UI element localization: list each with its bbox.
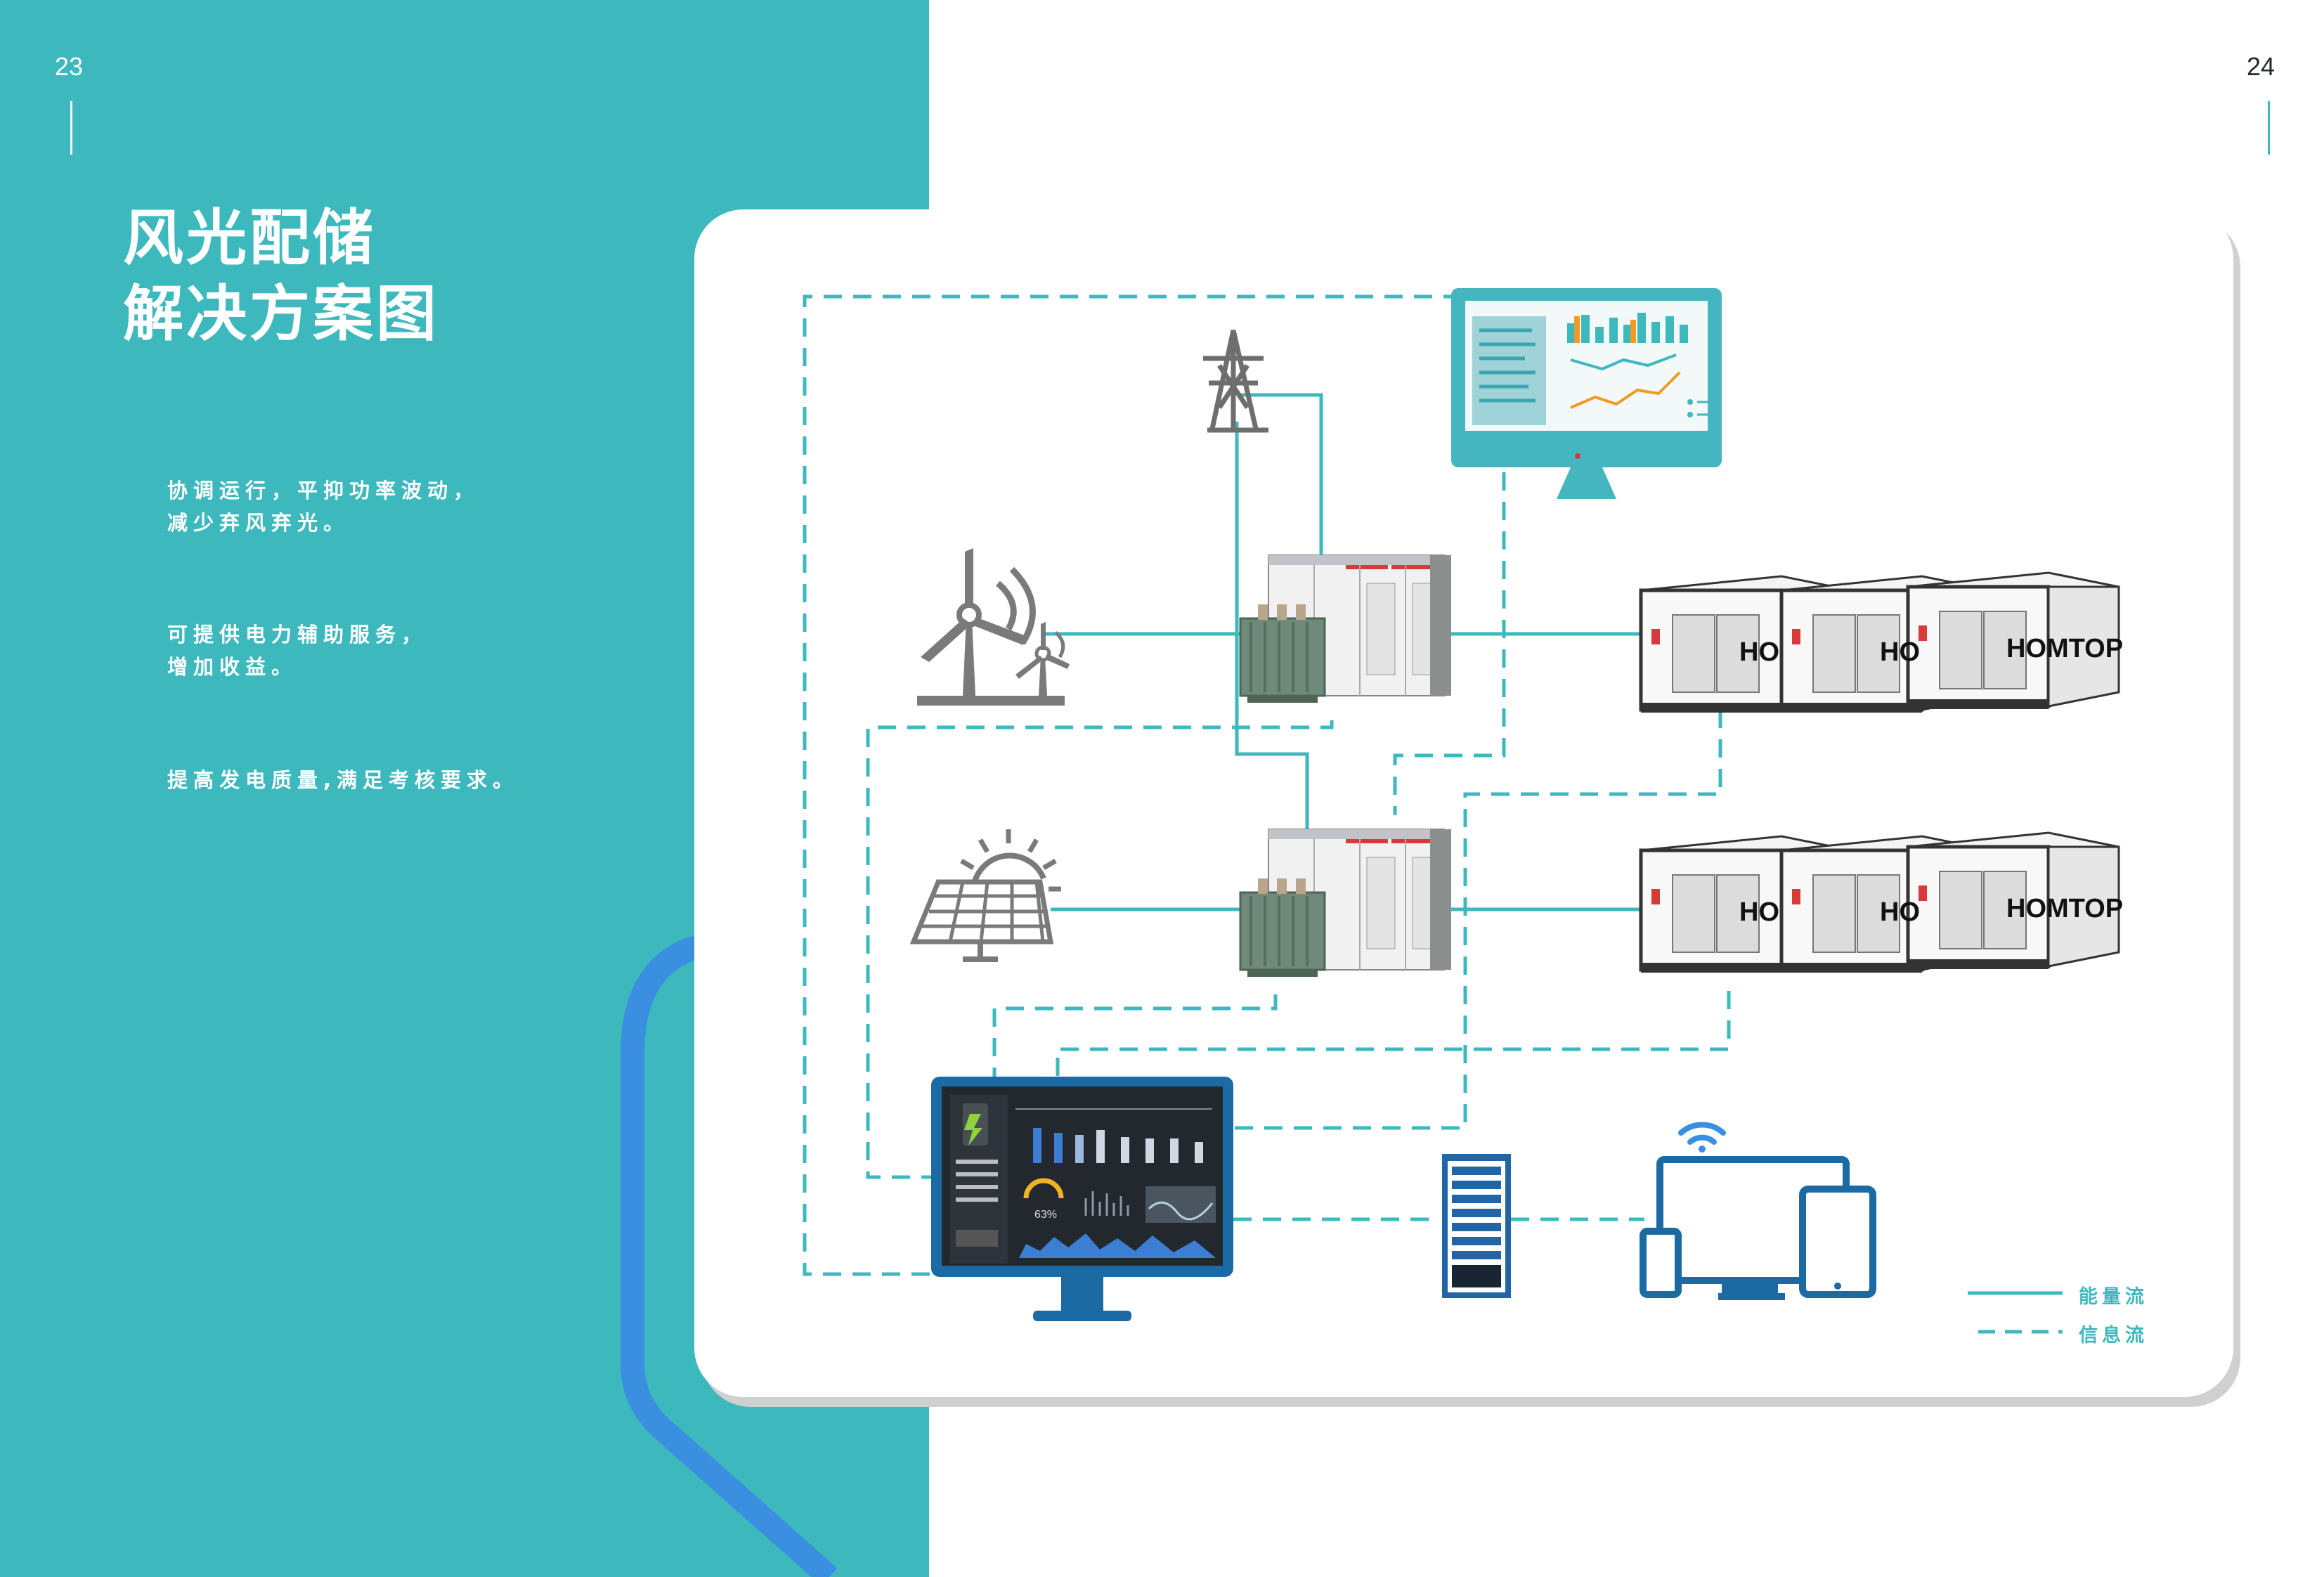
container-brand-2: HO xyxy=(1880,637,1920,667)
page-marker-right xyxy=(2268,101,2270,155)
container-brand-1: HO xyxy=(1739,637,1779,667)
container-brand-4: HO xyxy=(1739,897,1779,927)
bullet-3-line-1: 提高发电质量,满足考核要求。 xyxy=(167,768,519,792)
bullet-1-line-1: 协调运行，平抑功率波动， xyxy=(167,479,480,502)
wifi-icon xyxy=(1678,1122,1726,1153)
page-number-right: 24 xyxy=(2246,52,2275,81)
transformer-icon xyxy=(1239,554,1453,704)
page-number-left: 23 xyxy=(55,52,84,81)
title-line-1: 风光配储 xyxy=(123,203,376,273)
storage-container-icon: HO HO HOMTOP xyxy=(1641,833,2123,973)
container-brand-3: HOMTOP xyxy=(2006,634,2123,663)
bullet-2-line-1: 可提供电力辅助服务， xyxy=(167,623,428,647)
devices-icon xyxy=(1640,1156,1876,1300)
monitor-icon xyxy=(1451,288,1722,499)
bullet-1-line-2: 减少弃风弃光。 xyxy=(167,511,350,535)
bullet-3: 提高发电质量,满足考核要求。 xyxy=(167,764,519,796)
container-brand-5: HO xyxy=(1880,897,1920,927)
container-brand-6: HOMTOP xyxy=(2006,894,2123,923)
storage-container-icon: HO HO HOMTOP xyxy=(1641,573,2123,713)
bullet-2-line-2: 增加收益。 xyxy=(167,655,298,679)
ems-monitor-icon: 63% xyxy=(931,1077,1233,1321)
solar-panel-icon xyxy=(909,829,1061,962)
info-flow-lines xyxy=(803,294,1731,1276)
legend-info-label: 信息流 xyxy=(2079,1325,2148,1346)
wind-turbine-icon xyxy=(917,548,1070,706)
page-title: 风光配储 解决方案图 xyxy=(123,200,439,352)
transformer-icon xyxy=(1239,828,1453,978)
bullet-1: 协调运行，平抑功率波动， 减少弃风弃光。 xyxy=(167,474,479,539)
transmission-tower-icon xyxy=(1203,330,1268,433)
legend-energy-label: 能量流 xyxy=(2079,1286,2148,1308)
energy-flow-lines xyxy=(1044,393,1641,911)
server-rack-icon xyxy=(1442,1154,1511,1298)
page-marker-left xyxy=(70,101,72,155)
bullet-2: 可提供电力辅助服务， 增加收益。 xyxy=(167,618,427,683)
gauge-value: 63% xyxy=(1034,1209,1057,1221)
title-line-2: 解决方案图 xyxy=(123,279,439,349)
